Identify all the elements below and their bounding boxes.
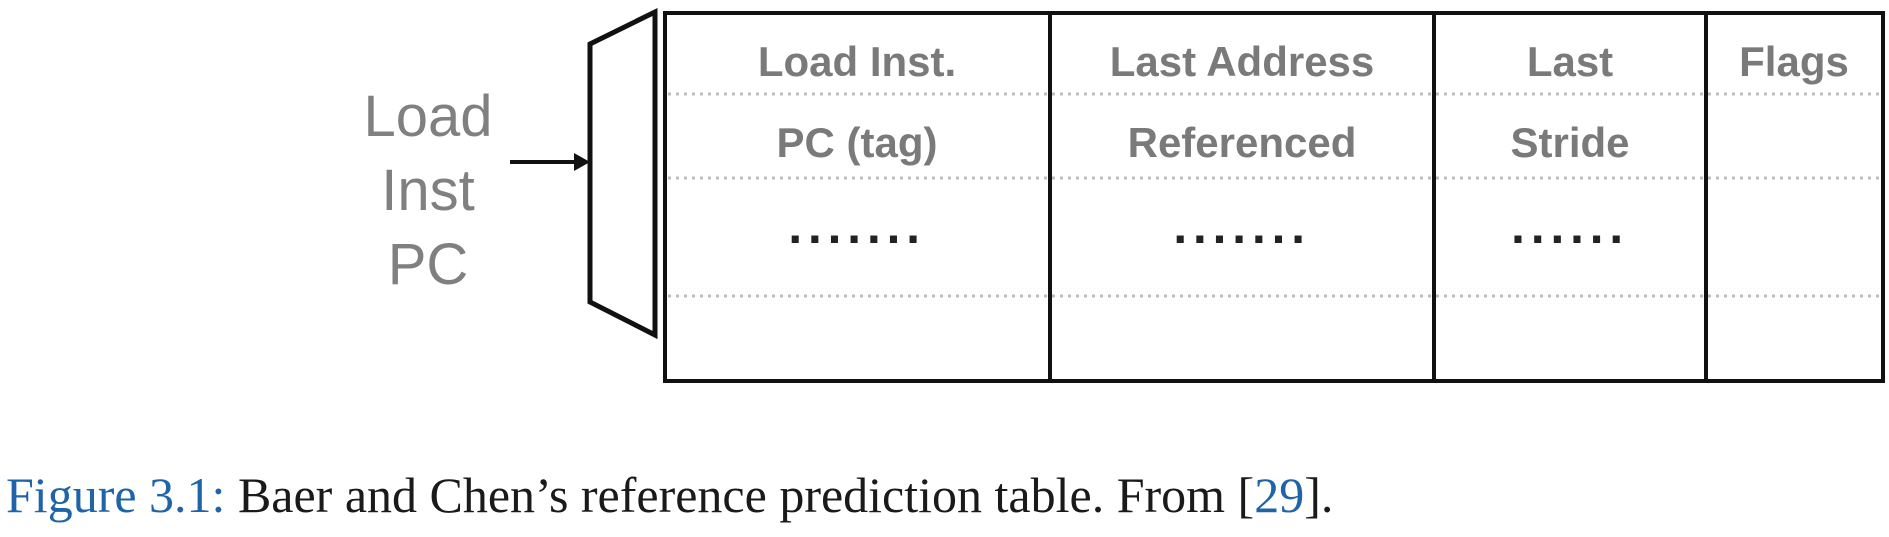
input-label-line-2: Inst <box>381 158 475 223</box>
input-arrow-head <box>574 153 590 171</box>
caption-text: Baer and Chen’s reference prediction tab… <box>225 467 1255 523</box>
col-4-header-line-1: Flags <box>1739 38 1849 85</box>
col-3-ellipsis: ······ <box>1511 211 1629 267</box>
col-2-header-line-2: Referenced <box>1128 119 1357 166</box>
col-1-header-line-1: Load Inst. <box>758 38 956 85</box>
col-2-header-line-1: Last Address <box>1110 38 1375 85</box>
prediction-table-diagram: Load Inst PC Load Inst. PC (tag) ·······… <box>363 7 1885 383</box>
input-label-line-3: PC <box>388 232 469 297</box>
table-border <box>663 11 1885 383</box>
col-2-ellipsis: ······· <box>1173 211 1311 267</box>
col-1-header-line-2: PC (tag) <box>777 119 938 166</box>
col-3-header-line-1: Last <box>1527 38 1613 85</box>
decoder-shape <box>587 7 658 340</box>
figure-caption: Figure 3.1: Baer and Chen’s reference pr… <box>6 466 1333 524</box>
col-1-ellipsis: ······· <box>788 211 926 267</box>
input-label-line-1: Load <box>363 84 492 149</box>
citation-link[interactable]: 29 <box>1254 467 1305 523</box>
col-3-header-line-2: Stride <box>1510 119 1629 166</box>
figure-label[interactable]: Figure 3.1: <box>6 467 226 523</box>
caption-end: ]. <box>1304 467 1334 523</box>
